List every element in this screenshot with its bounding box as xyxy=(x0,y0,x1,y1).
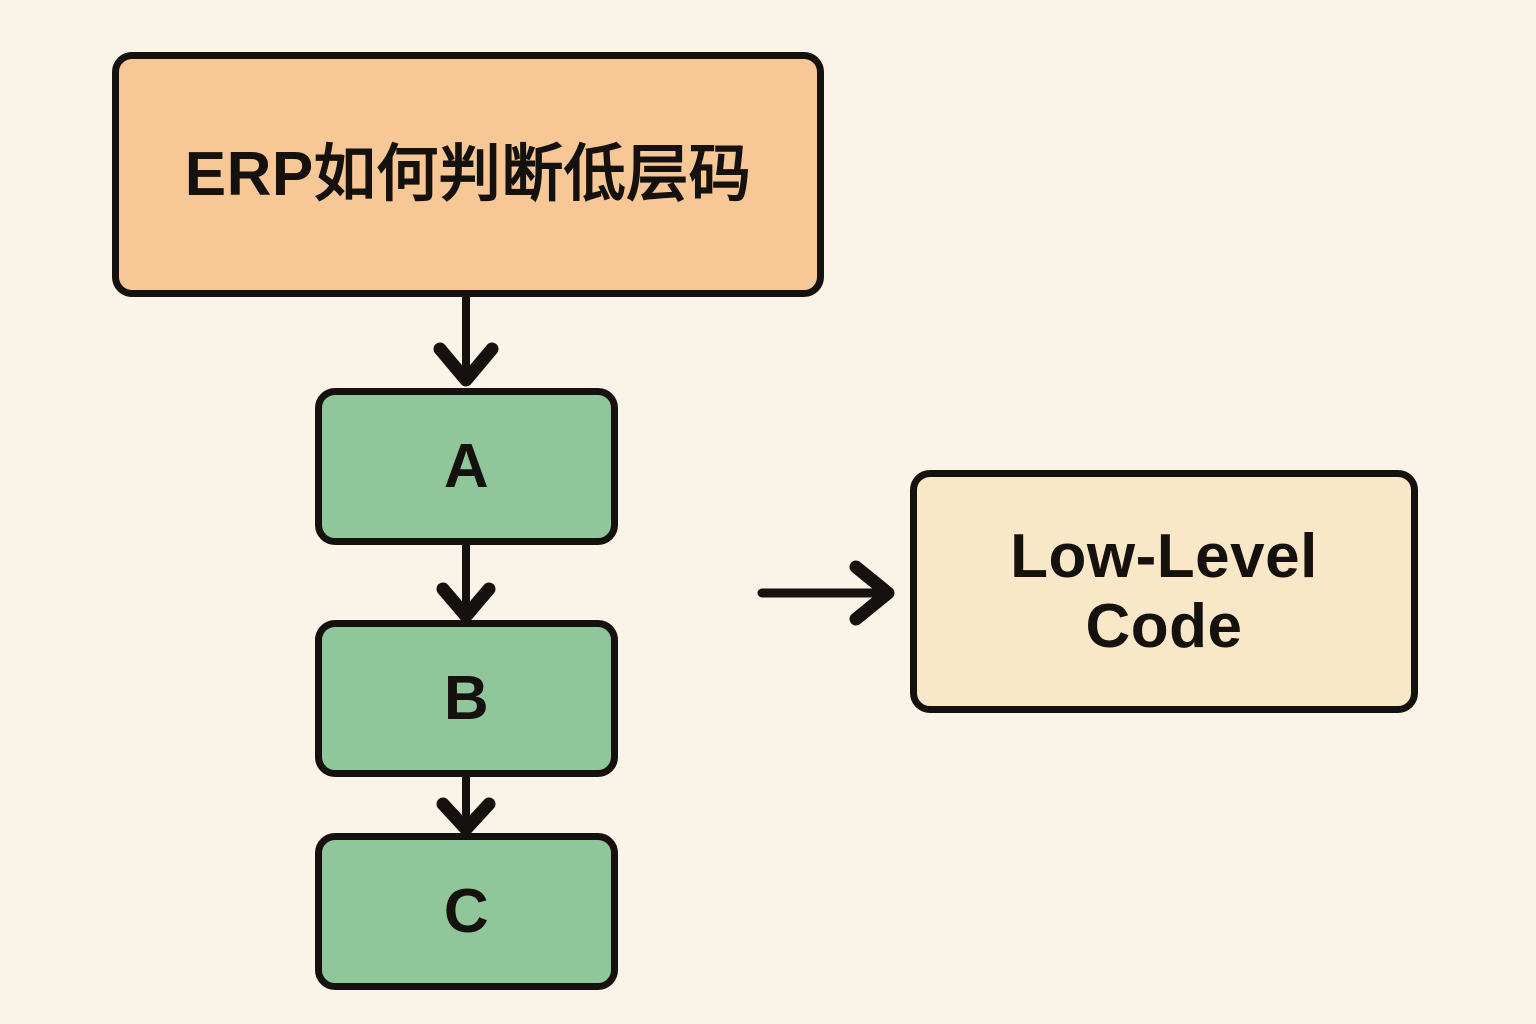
node-low-level-code[interactable]: Low-Level Code xyxy=(910,470,1418,713)
edge-a-to-b xyxy=(436,545,496,623)
node-a-label: A xyxy=(443,431,490,501)
node-low-level-code-label: Low-Level Code xyxy=(1010,522,1318,661)
edge-to-low-level-code xyxy=(757,560,895,626)
edge-title-to-a xyxy=(433,297,499,387)
node-title-label: ERP如何判断低层码 xyxy=(184,139,752,209)
node-title[interactable]: ERP如何判断低层码 xyxy=(112,52,824,297)
node-b[interactable]: B xyxy=(315,620,618,777)
node-a[interactable]: A xyxy=(315,388,618,545)
node-c[interactable]: C xyxy=(315,833,618,990)
edge-b-to-c xyxy=(436,777,496,836)
node-b-label: B xyxy=(443,663,490,733)
node-c-label: C xyxy=(443,876,490,946)
